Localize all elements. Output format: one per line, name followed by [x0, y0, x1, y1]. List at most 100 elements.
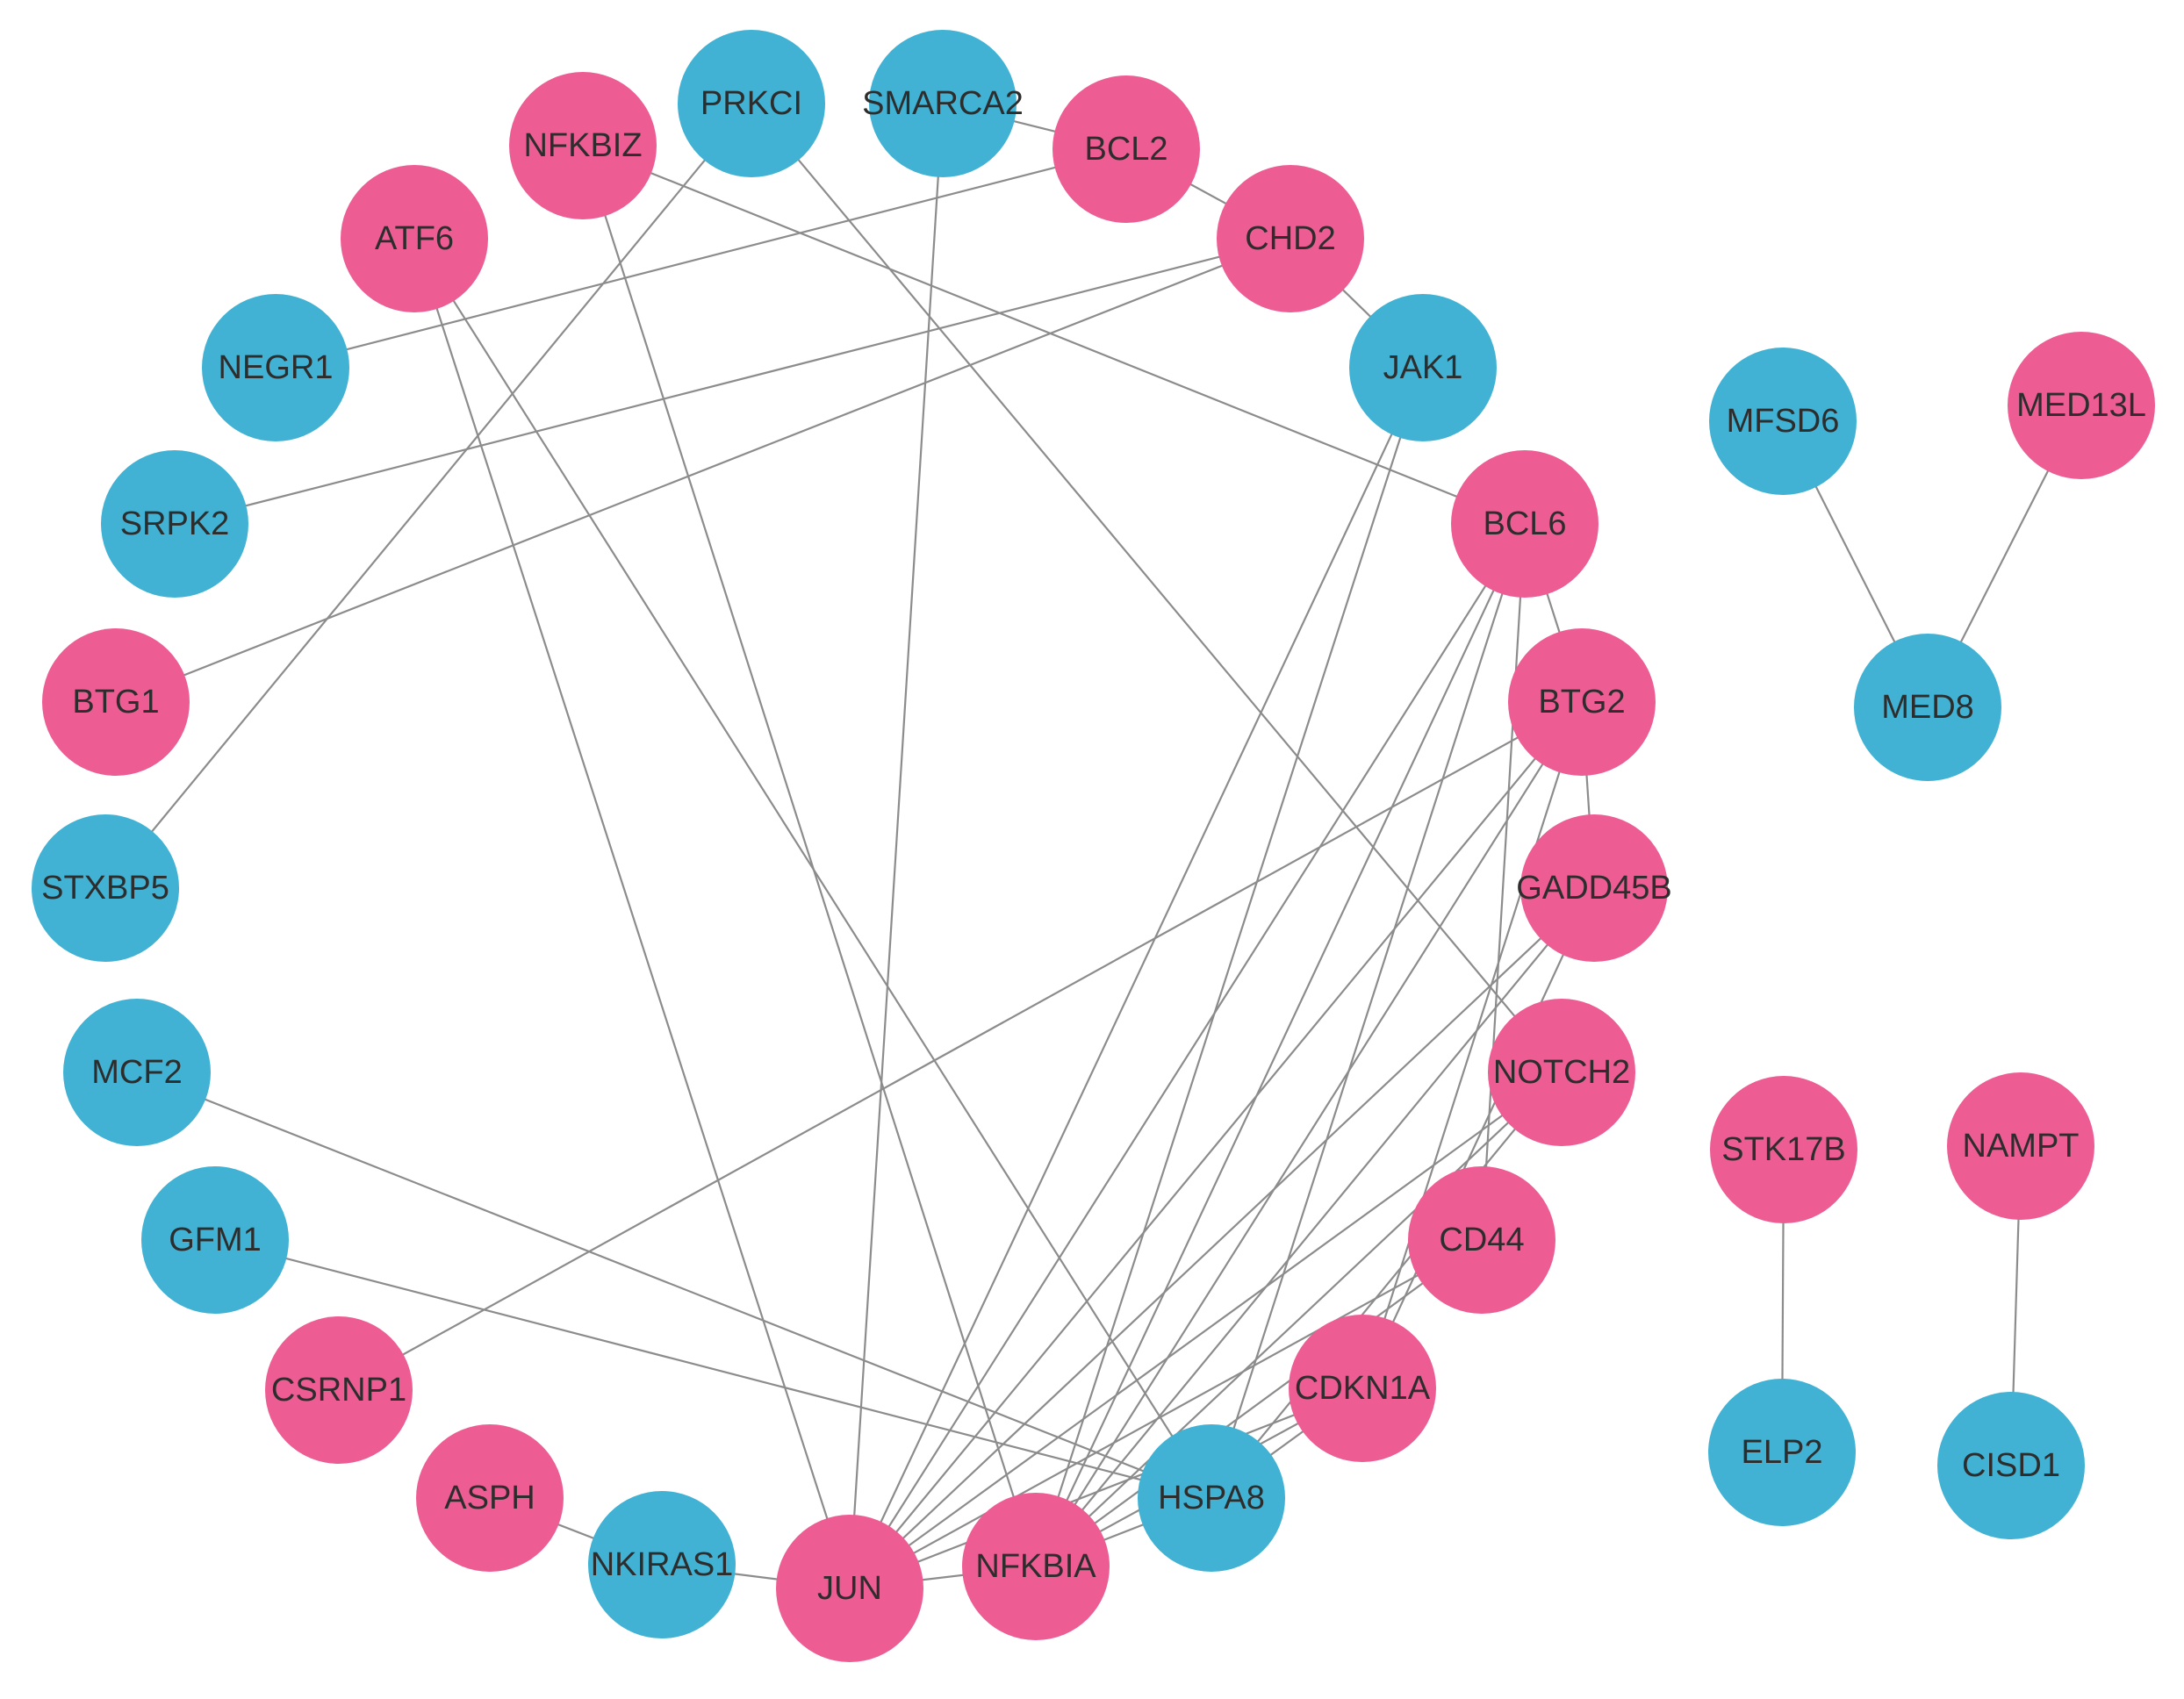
node-circle-btg1 — [42, 628, 190, 776]
node-med13l: MED13L — [2008, 332, 2155, 479]
node-label-nkiras1: NKIRAS1 — [591, 1546, 734, 1583]
edge-gfm1-hspa8 — [214, 1238, 1212, 1500]
edge-bcl6-jun — [849, 523, 1526, 1589]
node-prkci: PRKCI — [678, 30, 825, 177]
node-circle-prkci — [678, 30, 825, 177]
node-label-cdkn1a: CDKN1A — [1295, 1370, 1431, 1407]
node-circle-med8 — [1854, 634, 2001, 781]
node-label-bcl6: BCL6 — [1483, 505, 1566, 542]
edge-btg2-cdkn1a — [1361, 701, 1584, 1389]
node-bcl6: BCL6 — [1451, 450, 1598, 598]
node-circle-cd44 — [1408, 1166, 1555, 1314]
node-circle-nkiras1 — [588, 1491, 736, 1638]
node-smarca2: SMARCA2 — [862, 30, 1024, 177]
node-cisd1: CISD1 — [1937, 1392, 2085, 1539]
node-circle-hspa8 — [1138, 1424, 1285, 1572]
edge-mcf2-hspa8 — [136, 1071, 1212, 1500]
node-circle-stxbp5 — [32, 814, 179, 962]
edge-prkci-notch2 — [751, 103, 1563, 1073]
node-label-btg2: BTG2 — [1538, 684, 1625, 720]
node-btg1: BTG1 — [42, 628, 190, 776]
node-stk17b: STK17B — [1710, 1076, 1857, 1223]
node-label-srpk2: SRPK2 — [120, 505, 230, 542]
edge-btg2-jun — [849, 701, 1583, 1589]
node-circle-mcf2 — [63, 999, 211, 1146]
node-stxbp5: STXBP5 — [32, 814, 179, 962]
node-label-btg1: BTG1 — [72, 684, 159, 720]
node-circle-csrnp1 — [265, 1316, 413, 1464]
edge-cd44-jun — [849, 1239, 1483, 1589]
node-circle-cisd1 — [1937, 1392, 2085, 1539]
node-label-prkci: PRKCI — [700, 85, 802, 122]
node-label-csrnp1: CSRNP1 — [271, 1372, 406, 1409]
edge-jak1-nfkbia — [1034, 367, 1425, 1567]
node-label-nampt: NAMPT — [1963, 1128, 2080, 1165]
node-label-bcl2: BCL2 — [1084, 131, 1167, 168]
node-chd2: CHD2 — [1217, 165, 1364, 312]
node-label-nfkbiz: NFKBIZ — [523, 127, 642, 164]
node-nampt: NAMPT — [1947, 1072, 2094, 1220]
node-circle-negr1 — [202, 294, 349, 441]
node-circle-chd2 — [1217, 165, 1364, 312]
node-circle-atf6 — [341, 165, 488, 312]
node-label-mcf2: MCF2 — [91, 1054, 182, 1091]
edge-nfkbiz-bcl6 — [582, 144, 1526, 526]
node-label-mfsd6: MFSD6 — [1727, 403, 1840, 440]
node-med8: MED8 — [1854, 634, 2001, 781]
node-circle-bcl6 — [1451, 450, 1598, 598]
edge-cd44-nfkbia — [1035, 1239, 1483, 1567]
node-label-negr1: NEGR1 — [219, 349, 334, 386]
edge-gadd45b-jun — [849, 887, 1595, 1589]
node-label-jun: JUN — [817, 1570, 882, 1607]
node-notch2: NOTCH2 — [1488, 999, 1635, 1146]
edge-notch2-jun — [849, 1072, 1563, 1589]
edge-chd2-srpk2 — [174, 237, 1291, 526]
node-circle-nfkbia — [962, 1493, 1110, 1640]
node-cd44: CD44 — [1408, 1166, 1555, 1314]
edge-gadd45b-cdkn1a — [1361, 887, 1595, 1389]
node-circle-jak1 — [1349, 294, 1497, 441]
node-label-nfkbia: NFKBIA — [975, 1548, 1096, 1585]
node-label-elp2: ELP2 — [1742, 1434, 1823, 1471]
node-atf6: ATF6 — [341, 165, 488, 312]
node-circle-gadd45b — [1520, 814, 1668, 962]
node-circle-med13l — [2008, 332, 2155, 479]
edge-bcl6-hspa8 — [1210, 523, 1527, 1499]
node-label-stk17b: STK17B — [1721, 1131, 1846, 1168]
edge-cdkn1a-jun — [849, 1387, 1363, 1590]
edge-nfkbiz-nfkbia — [581, 145, 1038, 1567]
node-nfkbia: NFKBIA — [962, 1493, 1110, 1640]
node-circle-elp2 — [1708, 1379, 1856, 1526]
node-label-cisd1: CISD1 — [1962, 1447, 2060, 1484]
edge-bcl6-nfkbia — [1035, 523, 1526, 1567]
node-circle-btg2 — [1508, 628, 1656, 776]
node-circle-bcl2 — [1052, 75, 1200, 223]
node-negr1: NEGR1 — [202, 294, 349, 441]
node-elp2: ELP2 — [1708, 1379, 1856, 1526]
node-circle-nampt — [1947, 1072, 2094, 1220]
node-cdkn1a: CDKN1A — [1289, 1315, 1436, 1462]
node-circle-mfsd6 — [1709, 348, 1857, 495]
node-label-cd44: CD44 — [1439, 1222, 1524, 1258]
node-mfsd6: MFSD6 — [1709, 348, 1857, 495]
node-mcf2: MCF2 — [63, 999, 211, 1146]
node-circle-smarca2 — [869, 30, 1017, 177]
node-circle-nfkbiz — [509, 72, 657, 219]
node-label-asph: ASPH — [444, 1480, 535, 1516]
node-btg2: BTG2 — [1508, 628, 1656, 776]
edge-gadd45b-nfkbia — [1035, 887, 1595, 1567]
node-label-atf6: ATF6 — [375, 220, 454, 257]
node-label-jak1: JAK1 — [1383, 349, 1463, 386]
node-nkiras1: NKIRAS1 — [588, 1491, 736, 1638]
node-circle-notch2 — [1488, 999, 1635, 1146]
node-circle-cdkn1a — [1289, 1315, 1436, 1462]
edge-chd2-btg1 — [115, 237, 1291, 704]
edge-smarca2-jun — [848, 103, 945, 1589]
node-bcl2: BCL2 — [1052, 75, 1200, 223]
edge-btg2-nfkbia — [1035, 701, 1583, 1567]
node-circle-jun — [776, 1515, 923, 1662]
node-jun: JUN — [776, 1515, 923, 1662]
node-circle-srpk2 — [101, 450, 248, 598]
